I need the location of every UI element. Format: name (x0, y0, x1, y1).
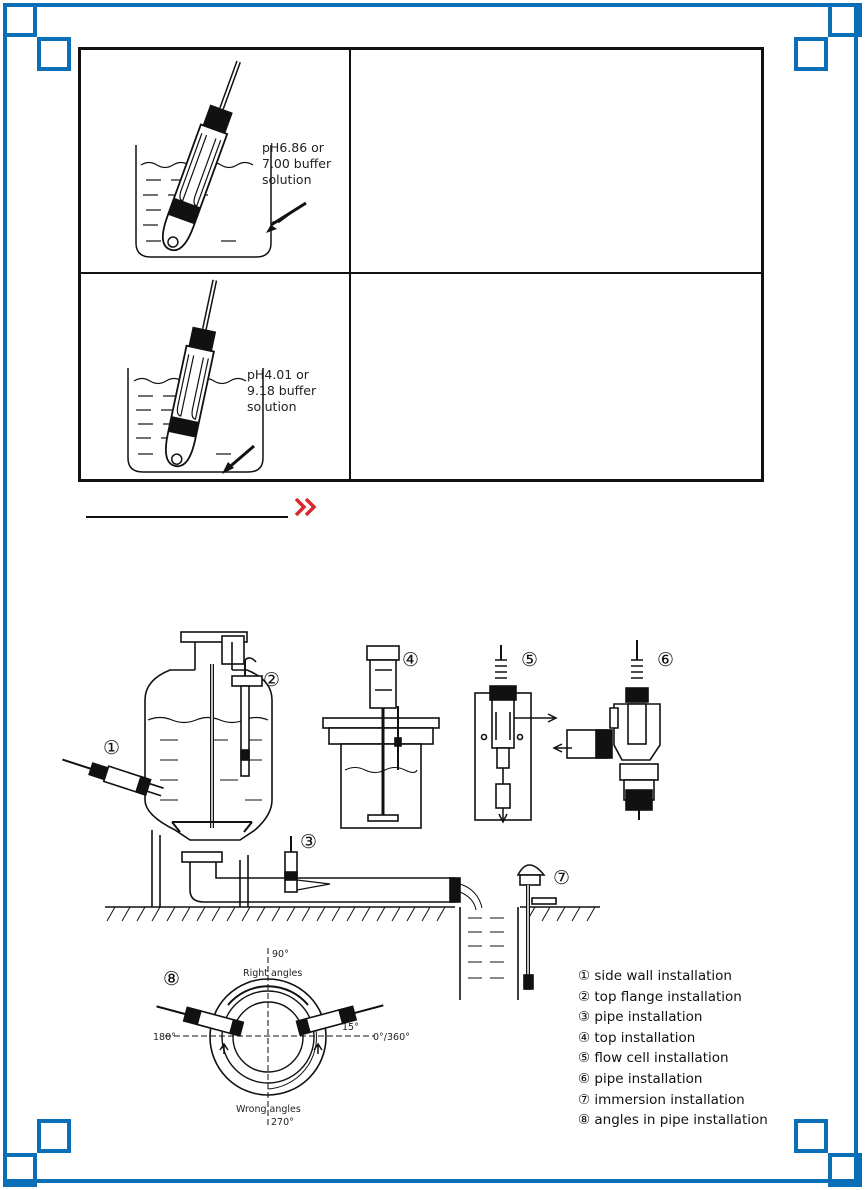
corner-ornament-bottom-left (3, 1117, 73, 1187)
corner-ornament-bottom-right (792, 1117, 862, 1187)
marker-2: ② (263, 669, 280, 691)
angle-label-0-360: 0°/360° (373, 1032, 410, 1043)
marker-3: ③ (300, 831, 317, 853)
marker-5: ⑤ (521, 649, 538, 671)
angle-label-15: 15° (342, 1022, 359, 1033)
corner-ornament-top-left (3, 3, 73, 73)
marker-1: ① (103, 737, 120, 759)
legend-item: ③ pipe installation (578, 1009, 703, 1026)
angle-label-180: 180° (153, 1032, 176, 1043)
marker-7: ⑦ (553, 867, 570, 889)
page-frame (3, 3, 858, 1183)
electrode-in-buffer-illustration-1 (135, 60, 307, 258)
legend-item: ① side wall installation (578, 968, 732, 984)
angle-label-wrong-angles: Wrong angles (236, 1104, 301, 1115)
marker-6: ⑥ (657, 649, 674, 671)
marker-4: ④ (402, 649, 419, 671)
legend-item: ⑤ flow cell installation (578, 1050, 729, 1067)
calibration-table: pH6.86 or 7.00 buffer solution pH4.01 or (78, 47, 764, 482)
double-chevron-right-icon (294, 497, 317, 517)
buffer-caption-2: pH4.01 or 9.18 buffer solution (247, 367, 317, 414)
buffer-caption-1: pH6.86 or 7.00 buffer solution (262, 140, 332, 187)
angle-label-90: 90° (272, 949, 289, 960)
angle-label-right-angles: Right angles (243, 968, 302, 979)
corner-ornament-top-right (792, 3, 862, 73)
section-heading-underline (86, 516, 288, 518)
legend-item: ⑧ angles in pipe installation (578, 1112, 768, 1129)
angle-label-270: 270° (271, 1117, 294, 1128)
legend-item: ② top flange installation (578, 988, 742, 1005)
installation-legend: ① side wall installation ② top flange in… (578, 966, 768, 1131)
marker-8: ⑧ (163, 968, 180, 990)
electrode-in-buffer-illustration-2 (127, 279, 264, 474)
legend-item: ⑥ pipe installation (578, 1070, 703, 1087)
installation-diagram: ① ② ③ ④ ⑤ ⑥ ⑦ ⑧ 90° Right angles 180° 0°… (62, 631, 674, 1128)
legend-item: ⑦ immersion installation (578, 1091, 745, 1108)
legend-item: ④ top installation (578, 1029, 696, 1046)
